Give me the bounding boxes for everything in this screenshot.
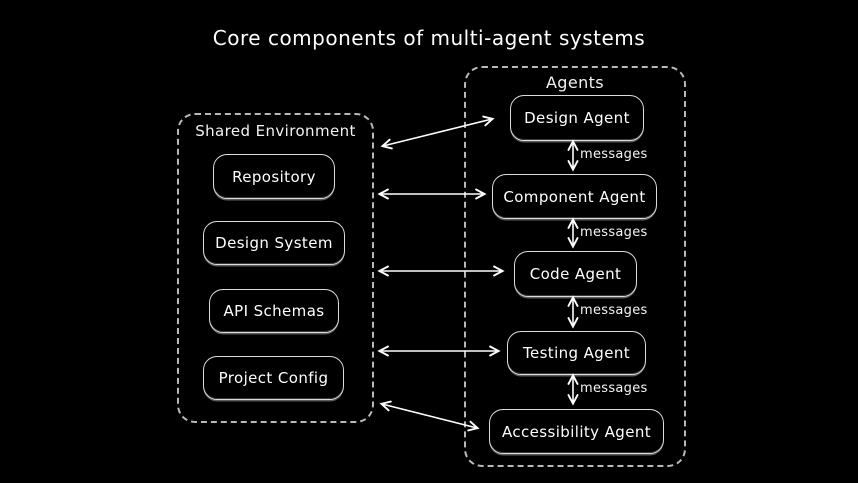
- node-accessibility-agent: Accessibility Agent: [489, 409, 664, 454]
- node-repository: Repository: [213, 154, 335, 199]
- node-project-config: Project Config: [203, 356, 344, 400]
- node-accessibility-agent-label: Accessibility Agent: [501, 422, 652, 441]
- node-api-schemas: API Schemas: [209, 289, 339, 333]
- node-code-agent-label: Code Agent: [529, 265, 622, 283]
- message-link-label: messages: [580, 381, 648, 396]
- node-design-system: Design System: [203, 221, 345, 265]
- node-api-schemas-label: API Schemas: [223, 302, 325, 320]
- node-design-agent: Design Agent: [510, 95, 644, 141]
- node-project-config-label: Project Config: [218, 369, 329, 387]
- node-design-system-label: Design System: [215, 234, 333, 252]
- node-design-agent-label: Design Agent: [524, 109, 630, 127]
- node-testing-agent: Testing Agent: [507, 331, 646, 375]
- node-repository-label: Repository: [232, 167, 316, 186]
- shared-environment-group: Shared Environment Repository Design Sys…: [177, 113, 374, 423]
- node-component-agent-label: Component Agent: [503, 187, 646, 206]
- node-component-agent: Component Agent: [492, 174, 657, 219]
- message-link-label: messages: [580, 303, 648, 318]
- shared-environment-label: Shared Environment: [195, 122, 356, 140]
- agents-group: Agents Design Agent Component Agent Code…: [464, 66, 686, 467]
- diagram-title: Core components of multi-agent systems: [212, 26, 646, 50]
- message-link-label: messages: [580, 147, 648, 162]
- node-code-agent: Code Agent: [514, 251, 637, 297]
- node-testing-agent-label: Testing Agent: [522, 344, 631, 362]
- message-link-label: messages: [580, 225, 648, 240]
- arrow-shared-accessibility-agent: [379, 400, 480, 432]
- agents-label: Agents: [545, 73, 605, 92]
